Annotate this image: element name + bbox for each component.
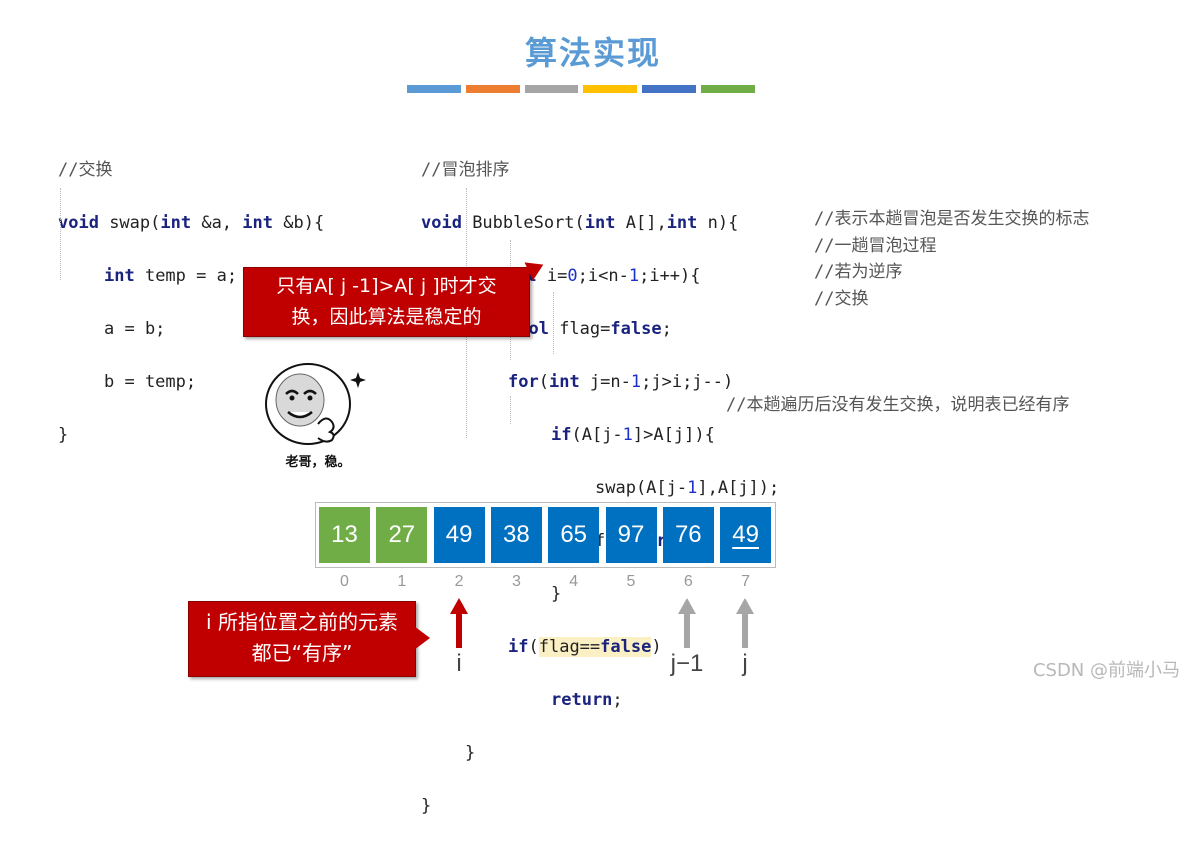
array-index: 6 xyxy=(683,573,693,590)
j-minus-1-arrow-icon xyxy=(678,598,696,648)
code-comment: //冒泡排序 xyxy=(421,159,510,180)
array-cell: 76 xyxy=(662,507,714,563)
bubblesort-code-block: //冒泡排序 void BubbleSort(int A[],int n){ f… xyxy=(421,130,779,846)
code-comment: //表示本趟冒泡是否发生交换的标志 xyxy=(814,209,1090,229)
meme-caption: 老哥，稳。 xyxy=(285,455,351,470)
array-cell: 13 xyxy=(319,507,370,563)
indent-guide xyxy=(60,188,61,280)
code-comment: //交换 xyxy=(814,289,869,309)
code-line: for(int j=n-1;j>i;j--) xyxy=(508,371,734,392)
meme-image xyxy=(258,362,370,472)
array-index: 4 xyxy=(569,573,579,590)
array-cell: 27 xyxy=(376,507,428,563)
title-color-stripes xyxy=(407,85,755,93)
code-line: } xyxy=(421,795,432,816)
stripe-yellow xyxy=(583,85,638,93)
callout-pointer xyxy=(414,626,430,650)
marker-i: i xyxy=(456,650,462,677)
code-line: if(A[j-1]>A[j]){ xyxy=(551,424,715,445)
stripe-gray xyxy=(524,85,579,93)
stripe-darkblue xyxy=(642,85,697,93)
code-line: } xyxy=(58,424,69,445)
stripe-blue xyxy=(407,85,461,93)
callout-line: i 所指位置之前的元素 xyxy=(206,610,398,634)
code-comment: //一趟冒泡过程 xyxy=(814,236,937,256)
callout-line: 只有A[ j -1]>A[ j ]时才交 xyxy=(276,275,497,297)
highlighted-condition: flag==false xyxy=(538,636,652,657)
indent-guide xyxy=(553,292,554,354)
code-comment: //交换 xyxy=(58,159,113,180)
array-index: 5 xyxy=(626,573,636,590)
callout-line: 换，因此算法是稳定的 xyxy=(291,306,482,328)
array-cell: 65 xyxy=(548,507,600,563)
array-frame xyxy=(315,502,776,568)
i-arrow-icon xyxy=(450,598,468,648)
array-index: 7 xyxy=(741,573,751,590)
marker-j-minus-1: j−1 xyxy=(670,650,704,677)
watermark: CSDN @前端小马 xyxy=(1032,660,1180,681)
array-index: 0 xyxy=(340,573,349,590)
array-index: 2 xyxy=(454,573,464,590)
code-line: void swap(int &a, int &b){ xyxy=(58,212,325,233)
meme-face-icon xyxy=(265,363,366,445)
j-arrow-icon xyxy=(736,598,754,648)
array-cell: 97 xyxy=(605,507,657,563)
array-cell: 38 xyxy=(490,507,542,563)
slide-title: 算法实现 xyxy=(524,34,661,72)
code-line: } xyxy=(551,583,562,604)
code-line: int temp = a; xyxy=(104,265,238,286)
callout-line: 都已“有序” xyxy=(251,641,353,665)
code-line: swap(A[j-1],A[j]); xyxy=(595,477,780,498)
array-index: 1 xyxy=(397,573,407,590)
code-comment: //若为逆序 xyxy=(814,262,903,282)
code-line: a = b; xyxy=(104,318,166,339)
array-cell: 49 xyxy=(433,507,485,563)
swap-code-block: //交换 void swap(int &a, int &b){ int temp… xyxy=(58,130,324,475)
marker-j: j xyxy=(742,650,748,677)
array-cell: 49 xyxy=(720,507,772,563)
array-index: 3 xyxy=(511,573,521,590)
code-line: if(flag==false) xyxy=(508,636,662,657)
stripe-green xyxy=(701,85,755,93)
sorted-callout: i 所指位置之前的元素 都已“有序” xyxy=(188,601,416,677)
stripe-orange xyxy=(465,85,520,93)
stability-callout: 只有A[ j -1]>A[ j ]时才交 换，因此算法是稳定的 xyxy=(243,267,530,337)
code-line: return; xyxy=(551,689,623,710)
indent-guide xyxy=(510,396,511,424)
code-line: } xyxy=(465,742,476,763)
code-line: void BubbleSort(int A[],int n){ xyxy=(421,212,739,233)
code-line: b = temp; xyxy=(104,371,197,392)
code-comment: //本趟遍历后没有发生交换，说明表已经有序 xyxy=(726,395,1070,415)
